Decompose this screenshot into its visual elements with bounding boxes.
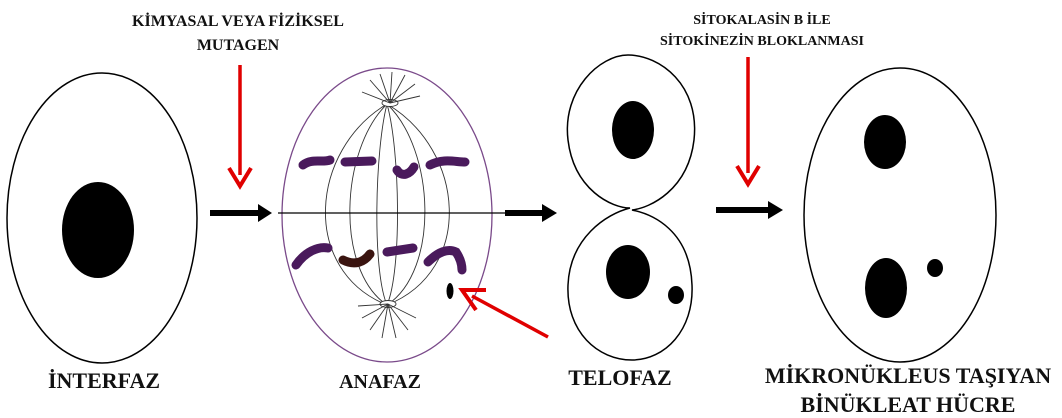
binucleate-cell (804, 68, 996, 362)
telophase-label: TELOFAZ (568, 365, 672, 390)
anaphase-label: ANAFAZ (339, 371, 421, 393)
mutagen-label-line2: MUTAGEN (197, 37, 280, 54)
mutagen-arrow (229, 65, 251, 186)
binucleate-nucleus-bottom (865, 258, 907, 318)
lagging-fragment-arrow (462, 290, 548, 337)
telophase-micronucleus (668, 286, 684, 304)
cytochalasin-label-line2: SİTOKİNEZİN BLOKLANMASI (660, 32, 864, 49)
interphase-nucleus (62, 182, 134, 278)
interphase-cell (7, 73, 197, 363)
micronucleus-label-line1: MİKRONÜKLEUS TAŞIYAN (765, 363, 1051, 388)
micronucleus-label-line2: BİNÜKLEAT HÜCRE (801, 392, 1016, 417)
binucleate-micronucleus (927, 259, 943, 277)
telophase-nucleus-top (612, 101, 654, 159)
lagging-fragment (447, 283, 454, 299)
telophase-cell (567, 55, 694, 360)
cytochalasin-label-line1: SİTOKALASİN B İLE (693, 11, 830, 28)
cytochalasin-arrow (737, 57, 759, 184)
anaphase-cell (282, 68, 492, 362)
telophase-nucleus-bottom (606, 245, 650, 299)
progression-arrow-1 (210, 204, 272, 222)
interphase-label: İNTERFAZ (48, 368, 160, 393)
binucleate-nucleus-top (864, 115, 906, 169)
mutagen-label-line1: KİMYASAL VEYA FİZİKSEL (132, 11, 344, 30)
progression-arrow-3 (716, 201, 783, 219)
